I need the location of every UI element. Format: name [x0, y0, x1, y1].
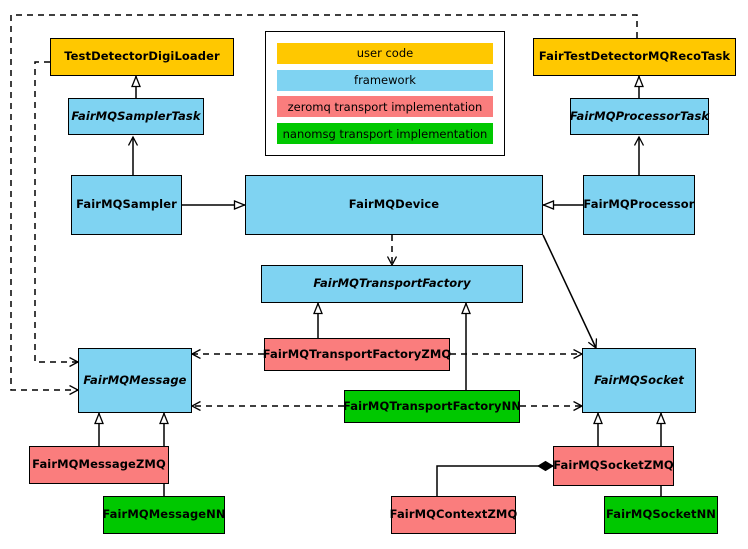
legend-label: user code [356, 46, 414, 61]
class-label: FairMQProcessor [583, 197, 695, 212]
class-label: FairMQSampler [76, 197, 177, 212]
legend-item-framework: framework [277, 69, 493, 91]
class-label: FairMQSocketNN [605, 507, 717, 522]
edge-contextzmq-socketzmq [436, 460, 554, 496]
class-box-FairMQTransportFactoryNN[interactable]: FairMQTransportFactoryNN [342, 390, 522, 423]
class-label: FairMQMessageNN [102, 507, 226, 522]
class-label: TestDetectorDigiLoader [64, 49, 220, 64]
legend-label: zeromq transport implementation [287, 99, 483, 114]
class-label: FairMQSocket [594, 372, 684, 387]
class-label: FairMQContextZMQ [389, 507, 518, 522]
class-box-FairMQMessageNN[interactable]: FairMQMessageNN [102, 496, 226, 534]
class-box-FairMQTransportFactoryZMQ[interactable]: FairMQTransportFactoryZMQ [262, 338, 452, 371]
class-label: FairMQMessage [83, 372, 187, 387]
class-box-FairMQSocketNN[interactable]: FairMQSocketNN [604, 496, 718, 534]
legend-label: framework [354, 73, 416, 88]
legend-label: nanomsg transport implementation [282, 126, 488, 141]
class-label: FairMQProcessorTask [569, 108, 710, 123]
class-box-FairMQProcessor[interactable]: FairMQProcessor [583, 175, 695, 235]
class-box-TestDetectorDigiLoader[interactable]: TestDetectorDigiLoader [50, 38, 234, 76]
legend-item-user-code: user code [277, 42, 493, 64]
class-label: FairMQDevice [348, 197, 440, 212]
class-label: FairMQTransportFactoryNN [342, 398, 522, 413]
class-label: FairMQSocketZMQ [553, 458, 674, 473]
legend-item-zeromq: zeromq transport implementation [277, 96, 493, 118]
class-box-FairTestDetectorMQRecoTask[interactable]: FairTestDetectorMQRecoTask [533, 38, 736, 76]
class-box-FairMQMessageZMQ[interactable]: FairMQMessageZMQ [29, 446, 169, 484]
edge-device-socket [542, 234, 596, 348]
class-box-FairMQMessage[interactable]: FairMQMessage [78, 348, 192, 413]
class-box-FairMQDevice[interactable]: FairMQDevice [245, 175, 543, 235]
class-box-FairMQContextZMQ[interactable]: FairMQContextZMQ [389, 496, 518, 534]
class-box-FairMQTransportFactory[interactable]: FairMQTransportFactory [261, 265, 523, 303]
legend-item-nanomsg: nanomsg transport implementation [277, 123, 493, 145]
class-label: FairMQSamplerTask [71, 108, 201, 123]
class-box-FairMQProcessorTask[interactable]: FairMQProcessorTask [570, 98, 709, 135]
legend: user code framework zeromq transport imp… [265, 31, 505, 156]
class-box-FairMQSampler[interactable]: FairMQSampler [71, 175, 182, 235]
class-box-FairMQSocket[interactable]: FairMQSocket [582, 348, 696, 413]
class-label: FairTestDetectorMQRecoTask [538, 49, 731, 64]
class-label: FairMQMessageZMQ [32, 457, 166, 472]
class-label: FairMQTransportFactory [313, 276, 471, 291]
class-label: FairMQTransportFactoryZMQ [262, 346, 452, 361]
class-box-FairMQSamplerTask[interactable]: FairMQSamplerTask [68, 98, 204, 135]
class-box-FairMQSocketZMQ[interactable]: FairMQSocketZMQ [553, 446, 674, 486]
